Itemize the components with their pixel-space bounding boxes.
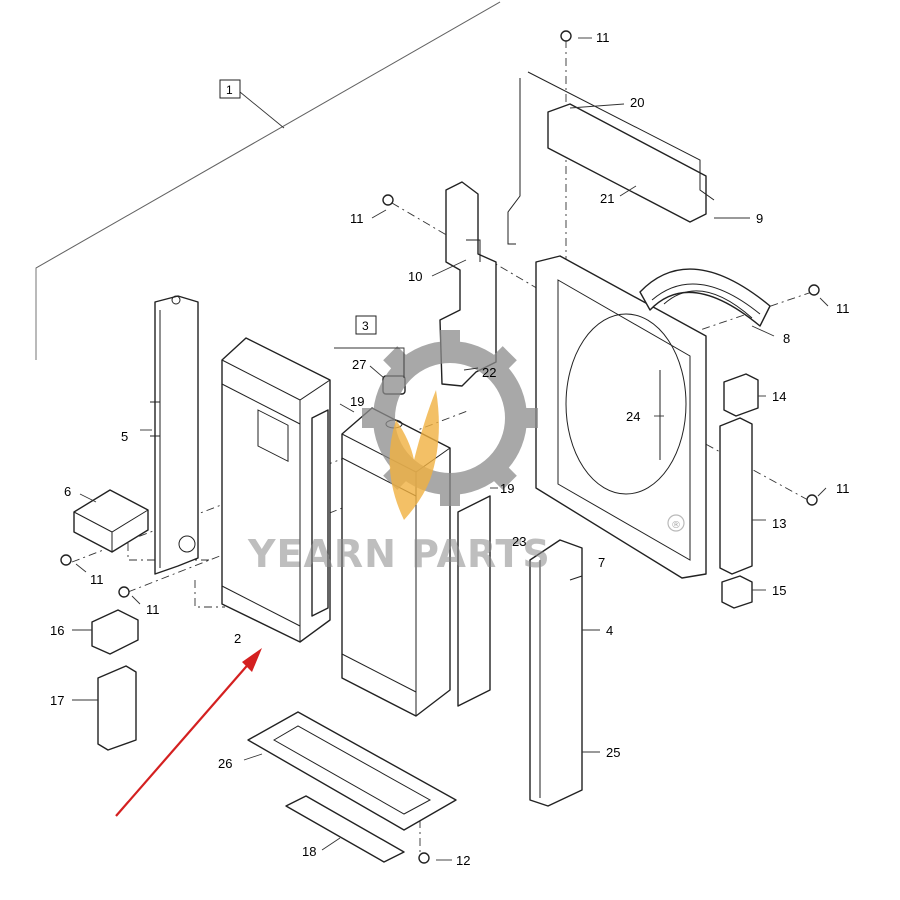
callout-27: 27 [352,357,366,372]
callout-11-upper-left: 11 [350,211,364,226]
part-14-pad [723,373,759,417]
leader-lines [72,37,829,861]
callout-22: 22 [482,365,496,380]
callout-23: 23 [512,534,526,549]
callout-19-left: 19 [350,394,364,409]
gear-icon [362,330,538,506]
callout-6: 6 [64,484,71,499]
callout-4: 4 [606,623,613,638]
callout-12: 12 [456,853,470,868]
brand-watermark: YEARN PARTS ® [247,330,685,576]
callout-26: 26 [218,756,232,771]
flame-icon [389,390,439,520]
callout-8: 8 [783,331,790,346]
callout-16: 16 [50,623,64,638]
callout-19-right: 19 [500,481,514,496]
part-26-bottom-frame [247,711,457,831]
callout-10: 10 [408,269,422,284]
callout-11-top: 11 [596,30,610,45]
part-20-top-plate [507,71,715,245]
callout-9: 9 [756,211,763,226]
callout-5: 5 [121,429,128,444]
part-fan-shroud [535,255,707,579]
part-5-left-bracket [150,295,199,575]
callout-14: 14 [772,389,786,404]
part-13-seal [719,417,753,575]
callout-21: 21 [600,191,614,206]
part-8-fan-guard [639,268,771,327]
callout-13: 13 [772,516,786,531]
registered-mark: ® [671,520,681,531]
part-4-right-bracket [529,539,583,807]
callout-17: 17 [50,693,64,708]
callout-labels: 1 3 2 4 5 6 7 8 9 10 11 11 11 11 11 11 1… [50,30,850,868]
watermark-text: YEARN PARTS [247,532,551,576]
red-arrow-icon [115,648,262,817]
callout-15: 15 [772,583,786,598]
part-15-pad [721,575,753,609]
bolt-icon [60,30,820,864]
callout-2: 2 [234,631,241,646]
callout-18: 18 [302,844,316,859]
part-18-bottom-strip [285,795,405,863]
callout-11-left-bottom: 11 [146,602,160,617]
callout-11-left-lower: 11 [90,572,104,587]
assembly-guide [35,1,501,360]
callout-11-right-lower: 11 [836,481,850,496]
part-6-small-bracket [73,489,149,553]
callout-7: 7 [598,555,605,570]
callout-24: 24 [626,409,640,424]
callout-11-right-upper: 11 [836,301,850,316]
callout-25: 25 [606,745,620,760]
part-19-left-strip [311,409,329,617]
part-17-pad [97,665,137,751]
part-16-pad [91,609,139,655]
callout-1: 1 [226,83,233,97]
callout-3: 3 [362,319,369,333]
part-2-radiator [221,337,331,643]
callout-20: 20 [630,95,644,110]
part-19-right-strip [457,495,491,707]
